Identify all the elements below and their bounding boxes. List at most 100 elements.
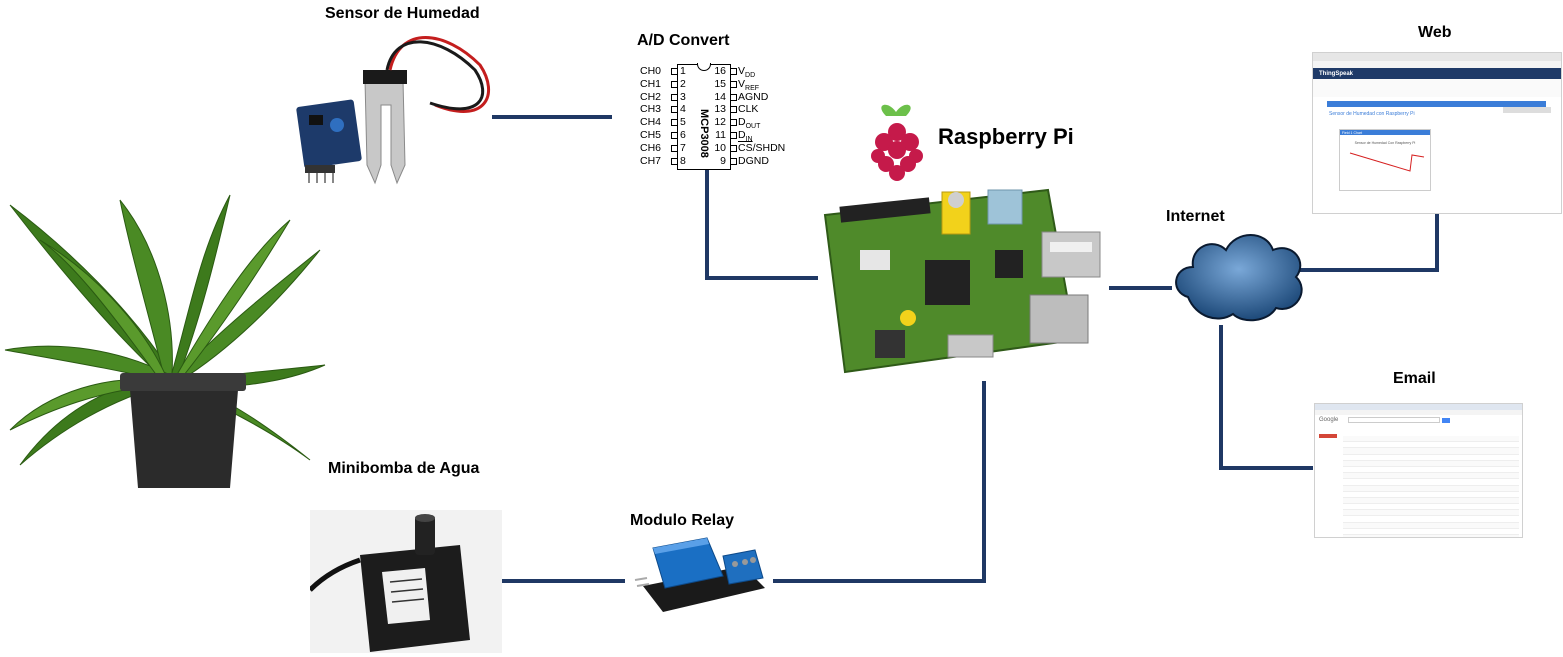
chip-pin-number: 7 bbox=[680, 141, 686, 154]
chip-pin-number: 1 bbox=[680, 65, 686, 77]
chip-pin-number: 14 bbox=[714, 90, 726, 103]
chip-pin-box bbox=[671, 144, 678, 152]
chip-pin-number: 10 bbox=[714, 141, 726, 154]
wire-raspberry-relay bbox=[773, 381, 986, 583]
email-row bbox=[1343, 510, 1519, 517]
chip-pin-box bbox=[730, 132, 737, 139]
chip-pin-name: VREF bbox=[738, 77, 760, 92]
web-chart-title: Sensor de Humedad Con Raspberry Pi bbox=[1354, 141, 1416, 145]
chip-pin-name: AGND bbox=[738, 90, 769, 103]
web-mini-chart bbox=[1349, 152, 1425, 172]
chip-pin-name: CH6 bbox=[640, 141, 662, 154]
chip-pin-box bbox=[671, 106, 678, 114]
chip-pin-name: CH0 bbox=[640, 65, 662, 77]
chip-pin-number: 5 bbox=[680, 116, 686, 129]
wire-internet-web bbox=[1290, 214, 1439, 272]
chip-pin-number: 2 bbox=[680, 77, 686, 90]
chip-pin-name: CLK bbox=[738, 103, 759, 116]
chip-pin-name: DOUT bbox=[738, 116, 761, 131]
chip-name: MCP3008 bbox=[698, 109, 710, 158]
chip-pin-name: CH4 bbox=[640, 116, 662, 129]
email-row bbox=[1343, 454, 1519, 461]
chip-pin-name: CH7 bbox=[640, 154, 662, 167]
chip-pin-number: 15 bbox=[714, 77, 726, 90]
web-address-bar bbox=[1313, 61, 1561, 68]
email-row bbox=[1343, 497, 1519, 505]
chip-pin-box bbox=[671, 80, 678, 88]
email-row bbox=[1343, 528, 1519, 535]
chip-pin-name: CH2 bbox=[640, 90, 662, 103]
email-address-bar bbox=[1315, 410, 1522, 415]
raspberry-pi-logo bbox=[871, 104, 923, 181]
chip-pin-number: 6 bbox=[680, 129, 686, 141]
chip-pin-number: 13 bbox=[714, 103, 726, 116]
chip-pin-number: 11 bbox=[715, 129, 726, 141]
chip-body: MCP3008 bbox=[677, 63, 731, 170]
email-screenshot: Google bbox=[1314, 403, 1523, 538]
chip-pin-name: DGND bbox=[738, 154, 769, 167]
chip-pin-number: 12 bbox=[714, 116, 726, 129]
web-tab-strip bbox=[1327, 101, 1546, 107]
email-row bbox=[1343, 466, 1519, 474]
email-brand: Google bbox=[1319, 417, 1339, 423]
email-row bbox=[1343, 535, 1519, 537]
chip-pin-name: VDD bbox=[738, 65, 756, 80]
pot-rim bbox=[120, 373, 246, 391]
web-toolbar bbox=[1313, 79, 1561, 97]
chip-pin-name: CH1 bbox=[640, 77, 662, 90]
chip-pin-box bbox=[671, 157, 678, 165]
email-row bbox=[1343, 516, 1519, 523]
web-screenshot: ThingSpeak Sensor de Humedad con Raspber… bbox=[1312, 52, 1562, 214]
wire-adc-raspberry bbox=[705, 168, 818, 280]
email-row bbox=[1343, 448, 1519, 455]
internet-cloud-image bbox=[1175, 234, 1303, 322]
email-row bbox=[1343, 522, 1519, 529]
chip-pin-box bbox=[730, 68, 737, 75]
raspberry-pi-label: Raspberry Pi bbox=[938, 124, 1074, 149]
sensor-label: Sensor de Humedad bbox=[325, 5, 480, 22]
chip-pin-name: CH5 bbox=[640, 129, 662, 141]
wire-internet-email bbox=[1219, 325, 1313, 470]
email-message-list bbox=[1343, 436, 1519, 537]
chip-pin-box bbox=[730, 80, 737, 88]
web-browser-tabs bbox=[1313, 53, 1561, 61]
email-label: Email bbox=[1393, 370, 1436, 387]
moisture-sensor-image bbox=[296, 36, 490, 185]
email-compose-button bbox=[1319, 434, 1337, 438]
chip-pin-name: CS/SHDN bbox=[738, 141, 786, 154]
plant-image bbox=[4, 194, 326, 488]
chip-pin-box bbox=[671, 132, 678, 139]
chip-pin-box bbox=[730, 157, 737, 165]
chip-pin-box bbox=[671, 93, 678, 101]
chip-pin-number: 9 bbox=[720, 154, 726, 167]
email-row bbox=[1343, 460, 1519, 467]
raspberry-pi-board bbox=[823, 188, 1101, 374]
chip-pin-number: 4 bbox=[680, 103, 686, 116]
email-row bbox=[1343, 479, 1519, 486]
relay-label: Modulo Relay bbox=[630, 512, 735, 529]
email-row bbox=[1343, 485, 1519, 492]
email-header: Google bbox=[1315, 415, 1522, 425]
chip-notch bbox=[697, 63, 711, 71]
chip-pin-name: DIN bbox=[738, 129, 753, 144]
chip-pin-number: 16 bbox=[714, 65, 726, 77]
email-row bbox=[1343, 436, 1519, 443]
email-row bbox=[1343, 473, 1519, 480]
water-pump-image bbox=[310, 510, 502, 653]
email-row bbox=[1343, 442, 1519, 449]
pot-body bbox=[123, 375, 243, 488]
web-chart-panel: Field 1 Chart Sensor de Humedad Con Rasp… bbox=[1339, 129, 1431, 191]
email-browser-tabs bbox=[1315, 404, 1522, 410]
relay-module-image bbox=[634, 537, 765, 612]
adc-label: A/D Convert bbox=[637, 32, 730, 49]
email-row bbox=[1343, 504, 1519, 511]
web-button-group bbox=[1503, 107, 1551, 113]
web-field-title: Field 1 Chart bbox=[1342, 130, 1363, 135]
chip-pin-box bbox=[730, 144, 737, 152]
chip-pin-box bbox=[671, 68, 678, 75]
web-label: Web bbox=[1418, 24, 1452, 41]
email-row bbox=[1343, 491, 1519, 498]
internet-label: Internet bbox=[1166, 208, 1225, 225]
